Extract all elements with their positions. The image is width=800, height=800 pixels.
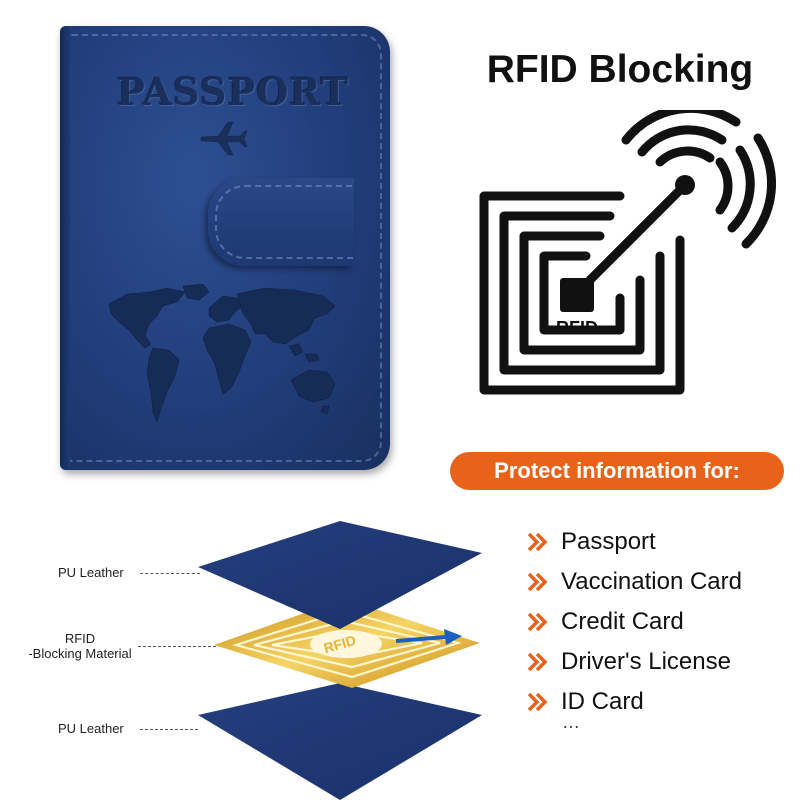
snap-strap bbox=[208, 178, 354, 266]
list-item-label: Driver's License bbox=[561, 648, 731, 675]
layers-diagram: RFID bbox=[198, 521, 482, 800]
leader-line-middle bbox=[138, 646, 216, 647]
list-item: Credit Card bbox=[527, 602, 742, 642]
plane-icon bbox=[200, 121, 248, 156]
leader-line-bottom bbox=[140, 729, 198, 730]
rfid-chip-icon: RFID bbox=[479, 110, 776, 395]
passport-title: PASSPORT bbox=[117, 70, 350, 114]
list-item-label: ID Card bbox=[561, 688, 644, 715]
world-map-icon bbox=[108, 284, 336, 423]
list-item: Vaccination Card bbox=[527, 562, 742, 602]
layer-label-bottom: PU Leather bbox=[58, 721, 124, 736]
double-chevron-right-icon bbox=[527, 692, 548, 712]
double-chevron-right-icon bbox=[527, 532, 548, 552]
leather-layer-bottom bbox=[198, 683, 482, 800]
protect-list: Passport Vaccination Card Credit Card Dr… bbox=[527, 522, 742, 722]
list-ellipsis: … bbox=[562, 712, 581, 732]
double-chevron-right-icon bbox=[527, 572, 548, 592]
list-item-label: Credit Card bbox=[561, 608, 684, 635]
leather-layer-top bbox=[198, 521, 482, 629]
list-item: ID Card bbox=[527, 682, 742, 722]
leader-line-top bbox=[140, 573, 200, 574]
double-chevron-right-icon bbox=[527, 652, 548, 672]
rfid-foil-layer: RFID bbox=[214, 599, 480, 688]
list-item-label: Passport bbox=[561, 528, 656, 555]
rfid-heading: RFID Blocking bbox=[486, 48, 754, 91]
double-chevron-right-icon bbox=[527, 612, 548, 632]
layer-label-top: PU Leather bbox=[58, 565, 124, 580]
rfid-chip-label: RFID bbox=[556, 318, 598, 338]
layer-label-middle: RFID -Blocking Material bbox=[18, 631, 142, 661]
list-item-label: Vaccination Card bbox=[561, 568, 742, 595]
layer-label-middle-line1: RFID bbox=[64, 631, 96, 646]
list-item: Driver's License bbox=[527, 642, 742, 682]
list-item: Passport bbox=[527, 522, 742, 562]
protect-banner: Protect information for: bbox=[450, 452, 784, 490]
layer-label-middle-line2: -Blocking Material bbox=[28, 646, 132, 661]
